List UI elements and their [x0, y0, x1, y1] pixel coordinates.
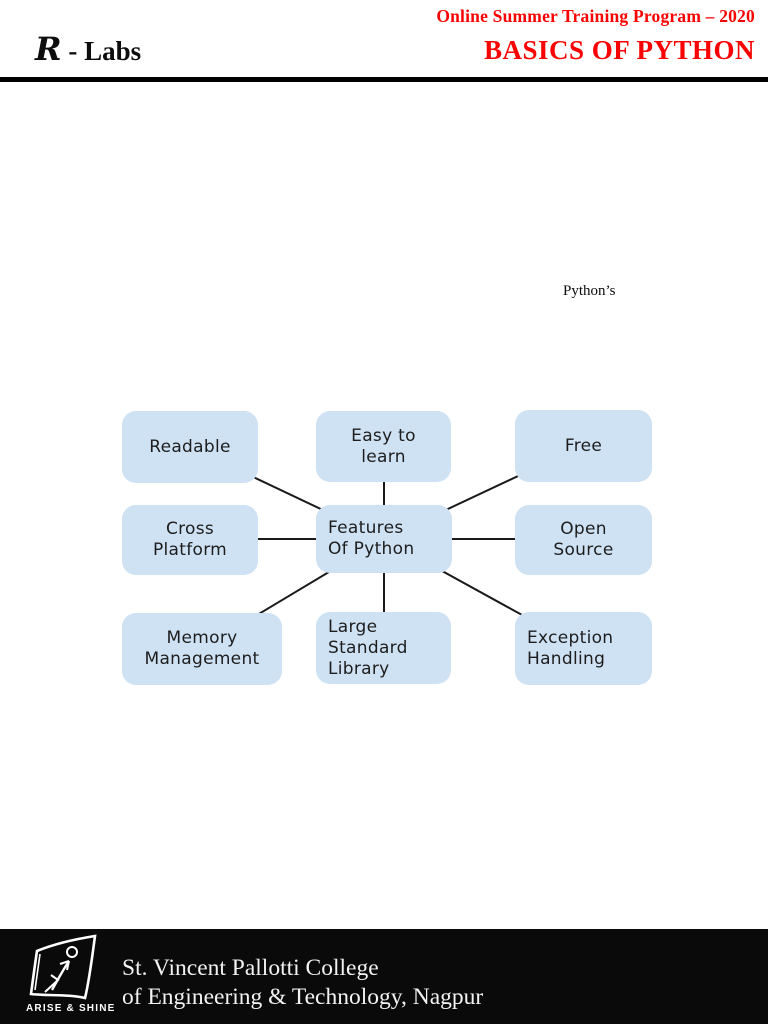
- college-motto: ARISE & SHINE: [26, 1003, 116, 1014]
- node-large-standard-library: Large Standard Library: [316, 612, 451, 684]
- node-features-of-python: Features Of Python: [316, 505, 452, 573]
- node-free: Free: [515, 410, 652, 482]
- node-memory-management: Memory Management: [122, 613, 282, 685]
- college-logo-icon: [29, 934, 97, 1000]
- slide-caption: Python’s: [563, 283, 616, 299]
- r-labs-logo-text: - Labs: [61, 36, 142, 66]
- college-name-line2: of Engineering & Technology, Nagpur: [122, 984, 484, 1010]
- college-name-line1: St. Vincent Pallotti College: [122, 955, 379, 981]
- node-cross-platform: Cross Platform: [122, 505, 258, 575]
- footer-bar: ARISE & SHINE St. Vincent Pallotti Colle…: [0, 929, 768, 1024]
- node-open-source: Open Source: [515, 505, 652, 575]
- node-exception-handling: Exception Handling: [515, 612, 652, 685]
- node-easy-to-learn: Easy to learn: [316, 411, 451, 482]
- college-name: St. Vincent Pallotti College of Engineer…: [122, 954, 483, 1012]
- node-readable: Readable: [122, 411, 258, 483]
- r-labs-logo-r: R: [35, 30, 62, 68]
- page-title: BASICS OF PYTHON: [483, 35, 755, 65]
- header-divider: [0, 77, 768, 82]
- program-title: Online Summer Training Program – 2020: [436, 6, 755, 26]
- r-labs-logo: R - Labs: [35, 30, 141, 68]
